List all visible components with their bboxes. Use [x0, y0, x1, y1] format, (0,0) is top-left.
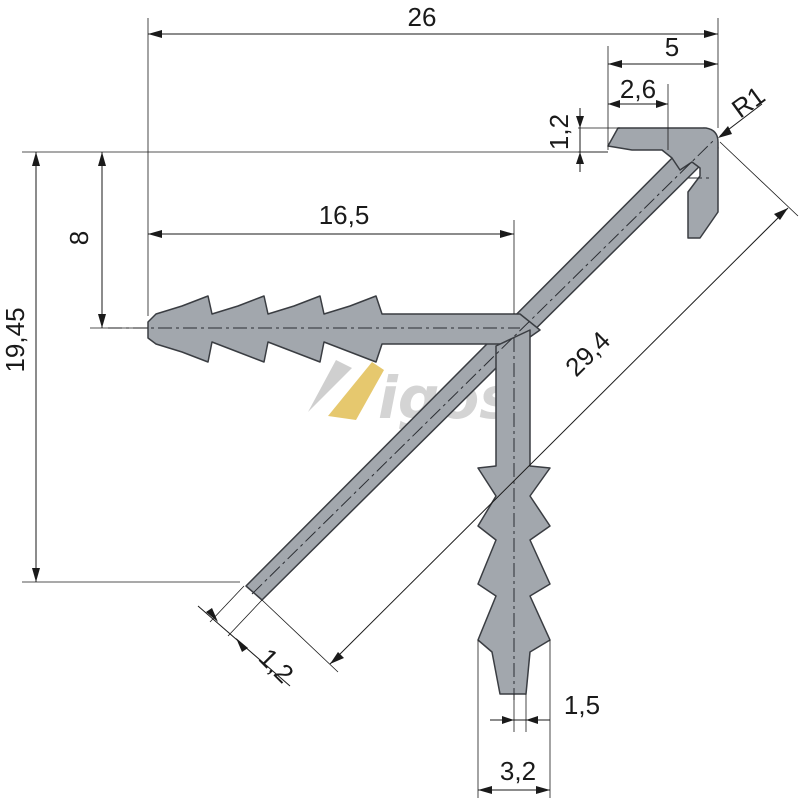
dim-stem-width-label: 3,2	[500, 756, 536, 786]
dim-stem-thickness-label: 1,5	[564, 690, 600, 720]
dim-arm-length: 16,5	[148, 200, 515, 314]
diagonal-center-line	[251, 139, 715, 595]
dim-overall-width-label: 26	[408, 2, 437, 32]
dim-wall-thickness-label: 1,2	[253, 642, 300, 689]
dim-wall-thickness: 1,2	[197, 585, 300, 689]
dim-hook-width: 2,6	[608, 74, 669, 150]
dim-height-to-arm: 8	[64, 152, 148, 329]
dim-hook-width-label: 2,6	[620, 74, 656, 104]
dim-total-height-label: 19,45	[0, 307, 30, 372]
watermark-mark-gold	[328, 362, 384, 420]
dim-total-height: 19,45	[0, 151, 608, 583]
dim-height-to-arm-label: 8	[64, 231, 94, 245]
watermark-mark-gray	[308, 360, 352, 412]
dim-lip-thickness-label: 1,2	[544, 114, 574, 150]
dim-lip-width-label: 5	[665, 32, 679, 62]
dim-stem-width: 3,2	[477, 640, 551, 798]
dim-arm-length-label: 16,5	[319, 200, 370, 230]
dim-lip-width: 5	[607, 32, 718, 150]
dim-diagonal-length-label: 29,4	[559, 325, 616, 382]
dim-radius: R1	[718, 80, 771, 138]
dim-stem-thickness: 1,5	[490, 690, 600, 732]
top-lip	[607, 127, 719, 239]
dim-lip-thickness: 1,2	[544, 108, 620, 172]
dim-radius-label: R1	[726, 80, 771, 124]
dim-overall-width: 26	[147, 2, 719, 316]
